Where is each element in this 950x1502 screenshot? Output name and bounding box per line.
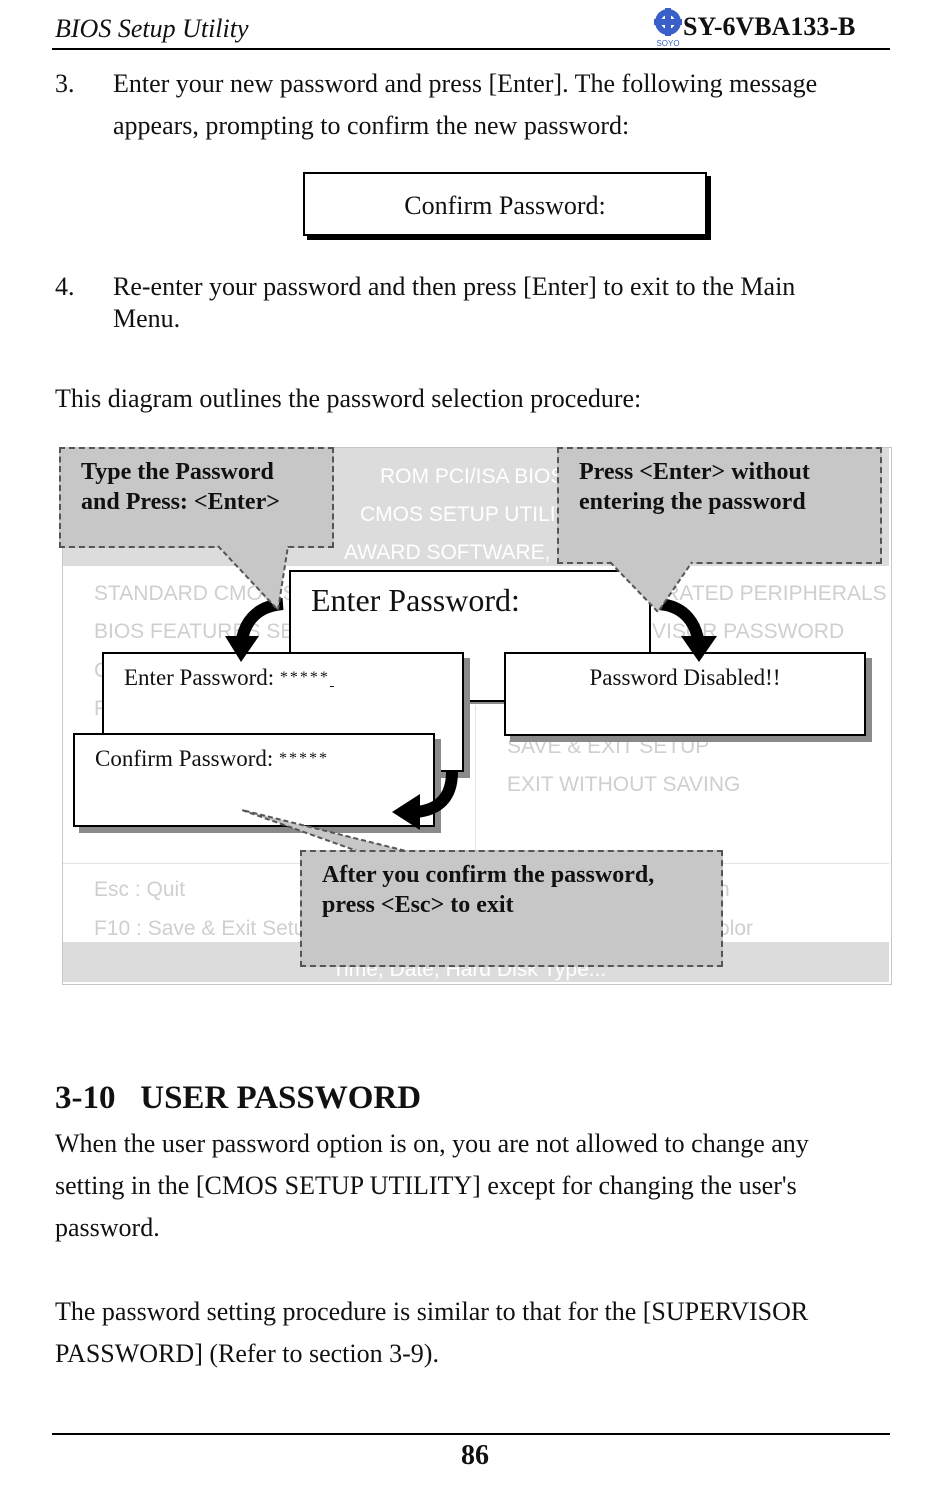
curved-arrow-bottom-icon xyxy=(392,771,458,830)
password-disabled-popup: Password Disabled!! xyxy=(504,652,866,736)
callout-press-enter-line-2: entering the password xyxy=(579,489,806,515)
section-para-2-line-2: PASSWORD] (Refer to section 3-9). xyxy=(55,1339,439,1368)
enter-password-label: Enter Password: xyxy=(124,665,275,690)
bios-key-right-1: n xyxy=(718,878,730,901)
curved-arrow-right-icon xyxy=(658,598,717,662)
confirm-password-mask: ***** xyxy=(279,750,329,767)
bios-menu-item-exit-without-saving: EXIT WITHOUT SAVING xyxy=(507,773,741,796)
callout-press-enter: Press <Enter> without entering the passw… xyxy=(557,447,882,564)
password-disabled-label: Password Disabled!! xyxy=(589,665,781,690)
section-para-1-line-2: setting in the [CMOS SETUP UTILITY] exce… xyxy=(55,1171,797,1200)
running-header-model: SY-6VBA133-B xyxy=(683,12,856,41)
callout-after-confirm-line-2: press <Esc> to exit xyxy=(322,892,514,918)
diagram-intro: This diagram outlines the password selec… xyxy=(55,384,642,413)
svg-text:SOYO: SOYO xyxy=(656,39,679,48)
step-4-line-2: Menu. xyxy=(113,304,181,333)
bios-key-f10: F10 : Save & Exit Setup xyxy=(94,917,317,940)
callout-after-confirm: After you confirm the password, press <E… xyxy=(300,850,723,967)
header-rule xyxy=(52,48,890,50)
step-3-number: 3. xyxy=(55,69,75,98)
enter-password-dialog-label: Enter Password: xyxy=(311,582,520,618)
section-para-2-line-1: The password setting procedure is simila… xyxy=(55,1297,809,1326)
confirm-password-typed-popup: Confirm Password: ***** xyxy=(73,733,435,827)
bios-key-esc: Esc : Quit xyxy=(94,878,186,901)
section-title: 3-10 USER PASSWORD xyxy=(55,1080,422,1116)
bios-menu-item-save-exit: SAVE & EXIT SETUP xyxy=(507,735,710,758)
bios-menu-item-bios-features: BIOS FEATURES SETUP xyxy=(94,620,337,643)
footer-rule xyxy=(52,1433,890,1435)
bios-title-line-1: ROM PCI/ISA BIOS xyxy=(380,465,565,488)
enter-password-mask: ***** xyxy=(279,669,330,686)
confirm-password-box: Confirm Password: xyxy=(303,172,707,236)
step-4-number: 4. xyxy=(55,272,75,301)
step-4-line-1: Re-enter your password and then press [E… xyxy=(113,272,796,301)
step-3-line-1: Enter your new password and press [Enter… xyxy=(113,69,818,98)
confirm-password-label: Confirm Password: xyxy=(95,746,274,771)
bios-title-line-2: CMOS SETUP UTILITY xyxy=(360,503,583,526)
callout-type-password: Type the Password and Press: <Enter> xyxy=(59,447,334,548)
callout-press-enter-line-1: Press <Enter> without xyxy=(579,459,810,485)
page-number: 86 xyxy=(461,1440,489,1471)
callout-type-password-line-2: and Press: <Enter> xyxy=(81,489,280,515)
step-3-line-2: appears, prompting to confirm the new pa… xyxy=(113,111,630,140)
bios-menu-divider xyxy=(475,705,476,865)
bios-title-line-3: AWARD SOFTWARE, INC. xyxy=(344,541,599,564)
running-header-title: BIOS Setup Utility xyxy=(55,14,249,43)
callout-after-pointer xyxy=(241,809,411,853)
bios-key-right-2: olor xyxy=(718,917,754,940)
soyo-logo-icon: SOYO xyxy=(654,8,682,48)
callout-type-password-line-1: Type the Password xyxy=(81,459,274,485)
bios-menu-item-standard-cmos: STANDARD CMOS SETUP xyxy=(94,582,353,605)
callout-type-pointer xyxy=(217,545,289,613)
callout-after-confirm-line-1: After you confirm the password, xyxy=(322,862,655,888)
section-para-1-line-1: When the user password option is on, you… xyxy=(55,1129,809,1158)
section-para-1-line-3: password. xyxy=(55,1213,160,1242)
callout-press-pointer xyxy=(609,561,693,614)
